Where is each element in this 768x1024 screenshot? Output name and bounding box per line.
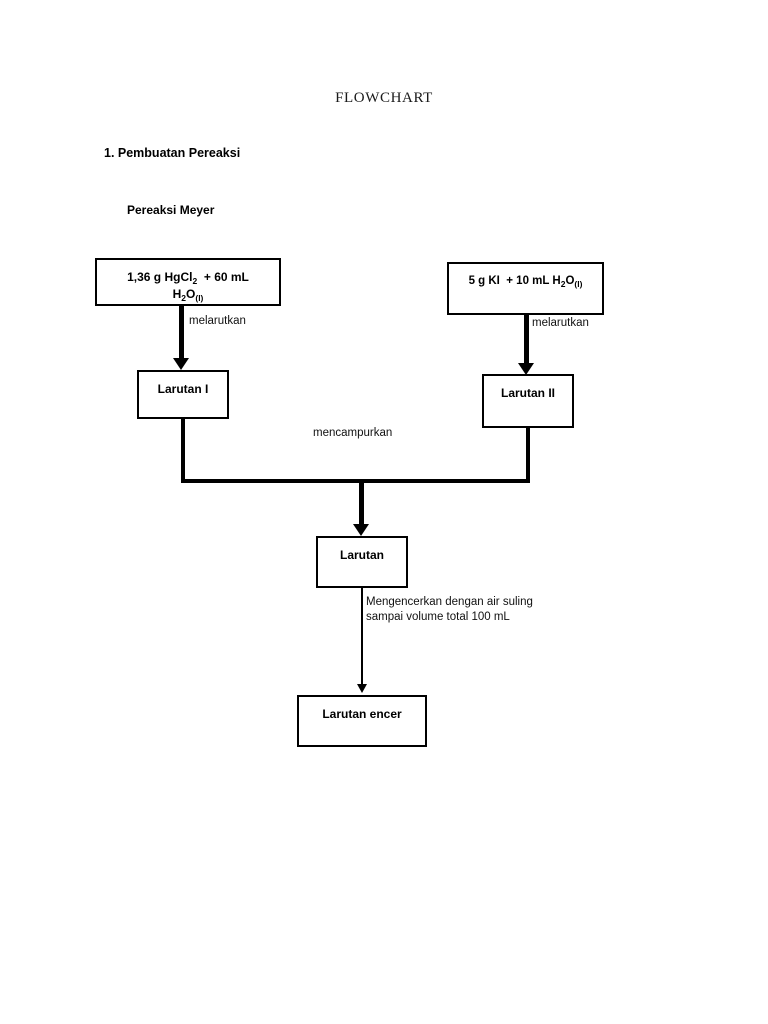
flow-edge-larutan-encer-line (361, 588, 363, 688)
flow-node-larutan-encer: Larutan encer (297, 695, 427, 747)
flow-node-larutan-ii-label: Larutan II (500, 386, 555, 400)
flow-edge-larutan-ii-drop (526, 428, 530, 483)
flow-node-larutan: Larutan (316, 536, 408, 588)
arrow-down-icon (173, 358, 189, 370)
flow-node-larutan-ii: Larutan II (482, 374, 574, 428)
flow-edge-label-melarutkan-left: melarutkan (189, 315, 246, 327)
flow-edge-label-mengencerkan: Mengencerkan dengan air suling sampai vo… (366, 596, 533, 623)
flow-edge-larutan-i-drop (181, 419, 185, 483)
flow-edge-hgcl2-larutan-i-line (179, 306, 184, 362)
page-title: FLOWCHART (335, 90, 433, 106)
flow-node-larutan-i-label: Larutan I (157, 382, 209, 396)
flow-edge-merge-stem (359, 483, 364, 528)
flow-node-larutan-i: Larutan I (137, 370, 229, 419)
flow-edge-merge-bar (181, 479, 530, 483)
arrow-down-icon (353, 524, 369, 536)
flow-node-larutan-encer-label: Larutan encer (322, 707, 402, 721)
arrow-down-icon (518, 363, 534, 375)
flow-node-larutan-label: Larutan (339, 548, 384, 562)
flow-edge-ki-larutan-ii-line (524, 315, 529, 367)
flow-edge-label-mencampurkan: mencampurkan (313, 427, 393, 439)
sub-heading: Pereaksi Meyer (127, 203, 215, 217)
flow-node-ki: 5 g KI + 10 mL H2O(l) (447, 262, 604, 315)
flow-node-ki-label: 5 g KI + 10 mL H2O(l) (468, 275, 583, 289)
arrow-down-icon (357, 684, 367, 693)
flow-edge-label-melarutkan-right: melarutkan (532, 317, 589, 329)
section-heading: 1. Pembuatan Pereaksi (104, 146, 241, 160)
